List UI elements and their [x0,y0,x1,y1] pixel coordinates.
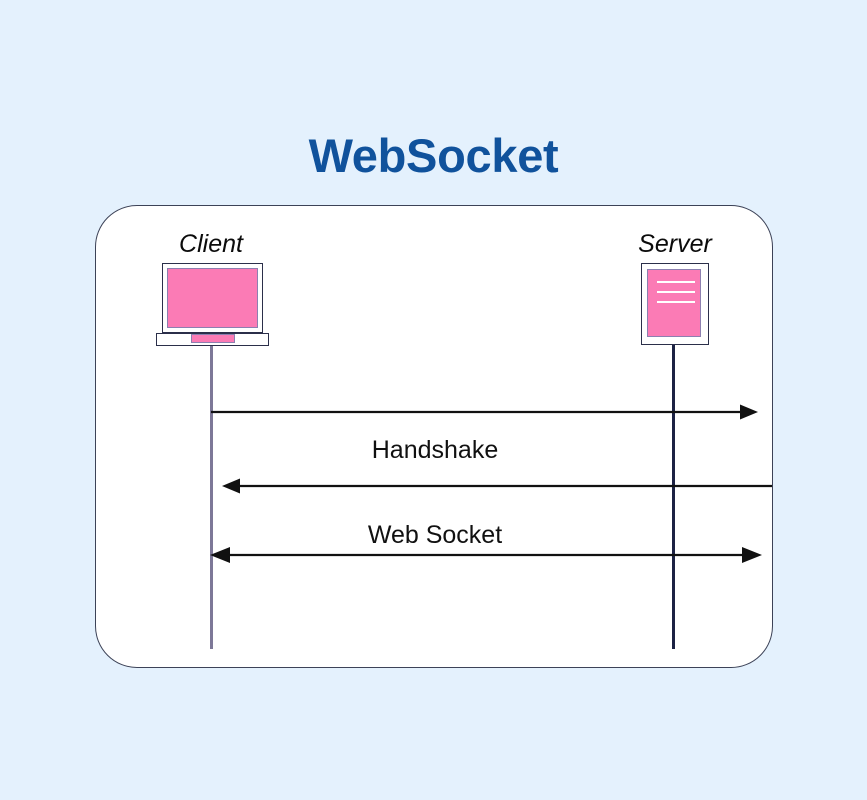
message-arrow-websocket-channel [210,544,762,566]
server-icon-line [657,291,695,294]
server-icon-body [647,269,701,337]
client-actor-label: Client [179,230,243,258]
server-icon-line [657,301,695,304]
server-lifeline [672,345,675,649]
client-lifeline [210,346,213,649]
message-label-handshake: Handshake [371,436,499,464]
server-icon [641,263,709,345]
server-icon-line [657,281,695,284]
message-arrow-handshake-request [210,401,758,423]
diagram-card: Handshake Web Socket Client Server [95,205,773,668]
laptop-trackpad [191,334,235,343]
page-title: WebSocket [308,129,559,182]
laptop-screen [167,268,258,328]
message-arrow-handshake-response [210,475,772,497]
message-label-websocket: Web Socket [367,521,503,549]
server-actor-label: Server [638,230,712,258]
